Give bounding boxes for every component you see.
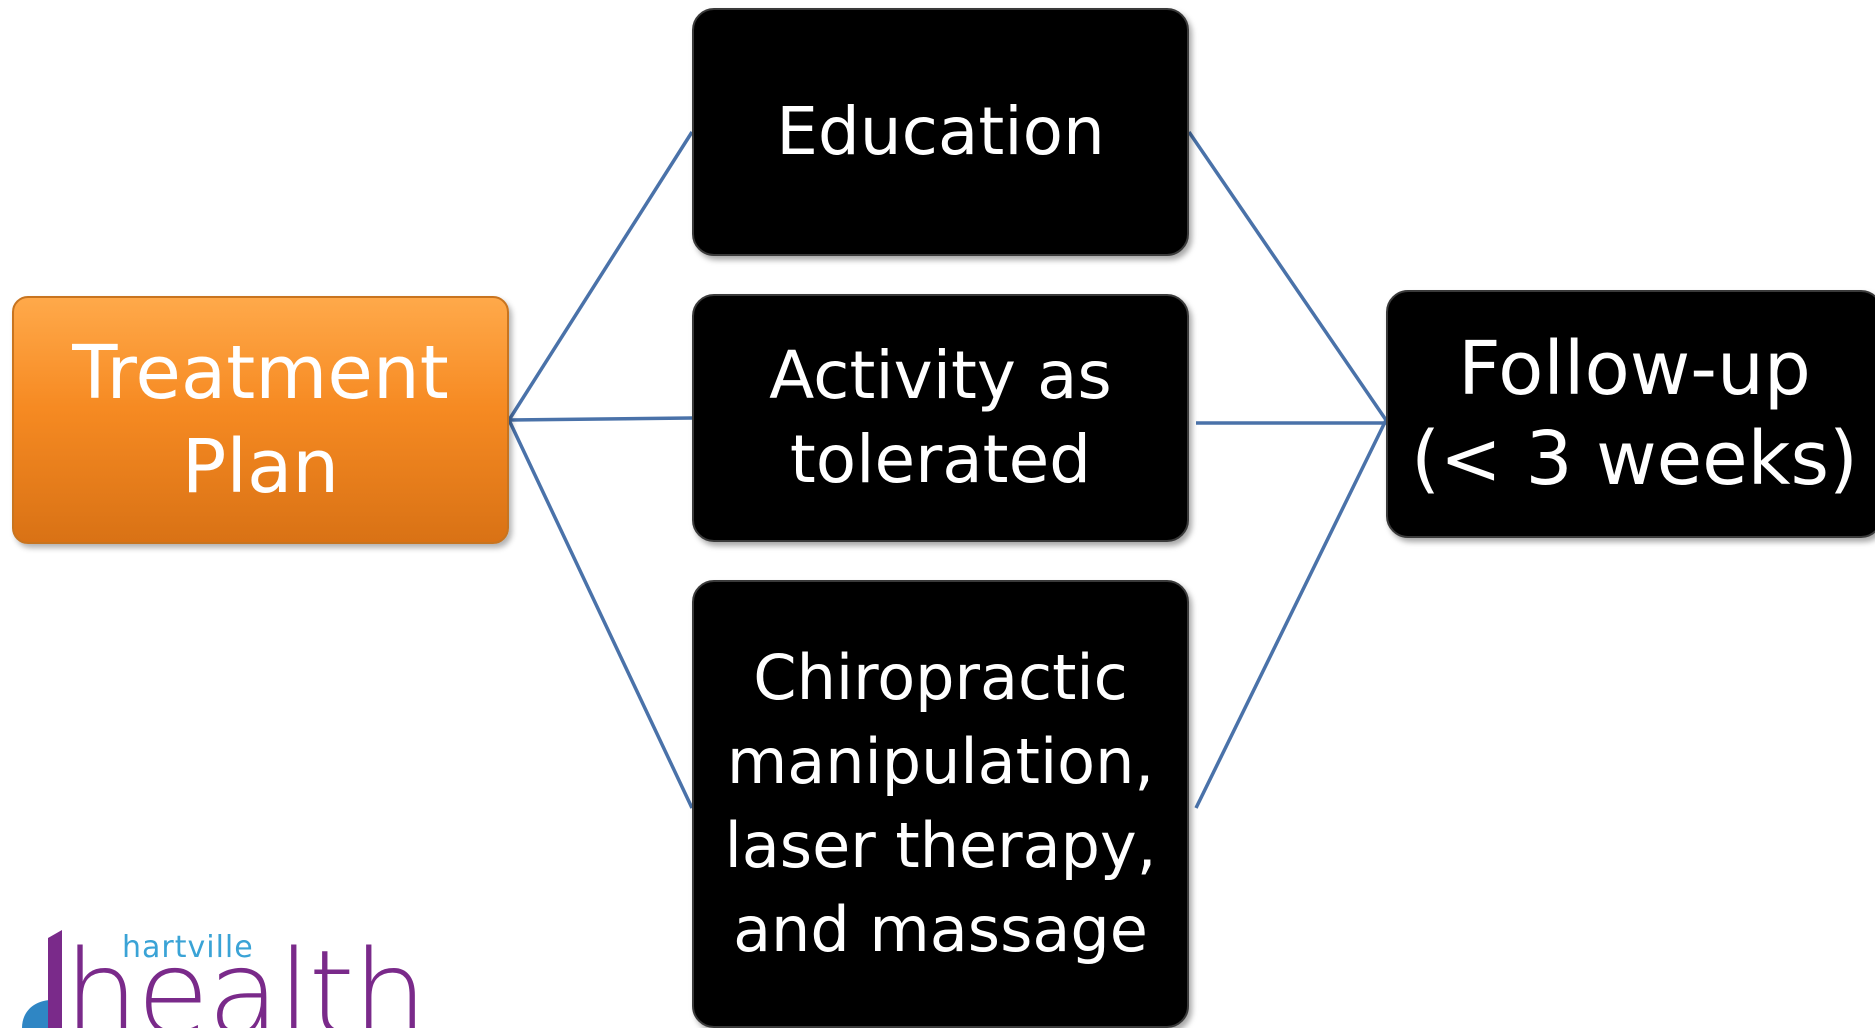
connector-treatment-activity bbox=[508, 416, 693, 422]
node-activity-label: Activity as tolerated bbox=[769, 337, 1112, 498]
node-chiropractic-label: Chiropractic manipulation, laser therapy… bbox=[724, 641, 1157, 966]
connector-treatment-education bbox=[507, 131, 694, 421]
node-education-label: Education bbox=[776, 93, 1105, 170]
logo-small-text: hartville bbox=[122, 930, 254, 965]
node-education: Education bbox=[692, 8, 1189, 256]
node-treatment-plan-label: Treatment Plan bbox=[72, 330, 449, 510]
node-follow-up-label: Follow-up (< 3 weeks) bbox=[1411, 326, 1858, 502]
hartville-health-logo: health hartville bbox=[14, 928, 434, 1028]
connector-education-followup bbox=[1187, 131, 1388, 421]
node-activity: Activity as tolerated bbox=[692, 294, 1189, 542]
logo-main-text: health bbox=[64, 928, 428, 1028]
node-treatment-plan: Treatment Plan bbox=[12, 296, 509, 544]
node-chiropractic: Chiropractic manipulation, laser therapy… bbox=[692, 580, 1189, 1028]
connector-chiro-followup bbox=[1194, 419, 1388, 809]
logo-mark-icon bbox=[22, 930, 62, 1028]
node-follow-up: Follow-up (< 3 weeks) bbox=[1386, 290, 1875, 538]
connector-treatment-chiro bbox=[507, 419, 694, 809]
